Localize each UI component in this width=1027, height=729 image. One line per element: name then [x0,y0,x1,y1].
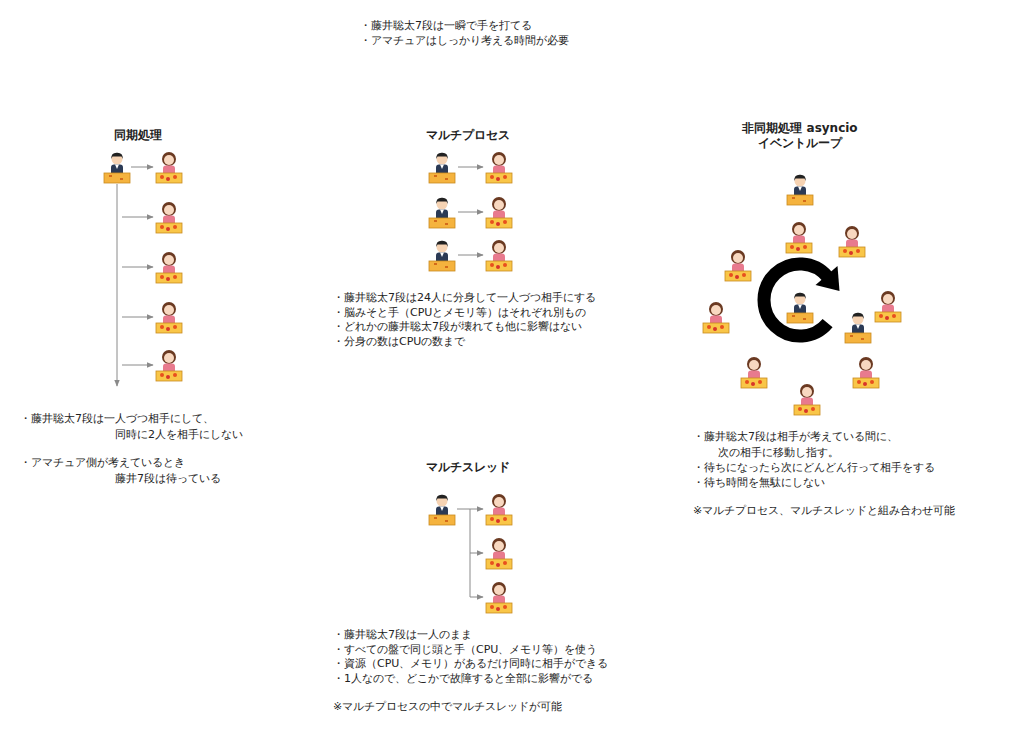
section-heading: マルチプロセス [426,128,510,143]
bullet-text: ・どれかの藤井聡太7段が壊れても他に影響はない [333,319,582,334]
bullet-text: ・1人なので、どこかで故障すると全部に影響がでる [333,671,593,686]
note-text: ※マルチプロセスの中でマルチスレッドが可能 [333,699,562,714]
bullet-text: ・アマチュア側が考えているとき 藤井7段は待っている [20,455,275,487]
bullet-text: ・待ちになったら次にどんどん行って相手をする [693,460,935,475]
note-text: ・藤井聡太7段は一瞬で手を打てる [360,18,532,33]
bullet-text: ・脳みそと手（CPUとメモリ等）はそれぞれ別もの [333,305,586,320]
section-heading: 非同期処理 asyncio イベントループ [730,121,870,151]
multithread-figure [429,494,512,613]
section-heading: マルチスレッド [426,460,510,475]
bullet-text: ・藤井聡太7段は24人に分身して一人づつ相手にする [333,290,596,305]
note-text: ・アマチュアはしっかり考える時間が必要 [360,33,569,48]
note-text: ※マルチプロセス、マルチスレッドと組み合わせ可能 [693,503,955,518]
bullet-text: ・藤井聡太7段は一人のまま [333,627,472,642]
bullet-text: ・藤井聡太7段は相手が考えている間に、 次の相手に移動し指す。 [693,429,948,461]
bullet-text: ・すべての盤で同じ頭と手（CPU、メモリ等）を使う [333,642,597,657]
bullet-text: ・待ち時間を無駄にしない [693,475,825,490]
bullet-text: ・資源（CPU、メモリ）があるだけ同時に相手ができる [333,656,608,671]
section-heading: 同期処理 [114,128,162,143]
event-loop-figure [703,175,901,415]
bullet-text: ・分身の数はCPUの数まで [333,334,465,349]
sync-figure [104,152,182,386]
multiprocess-figure [429,152,512,271]
bullet-text: ・藤井聡太7段は一人づつ相手にして、 同時に2人を相手にしない [20,411,275,443]
